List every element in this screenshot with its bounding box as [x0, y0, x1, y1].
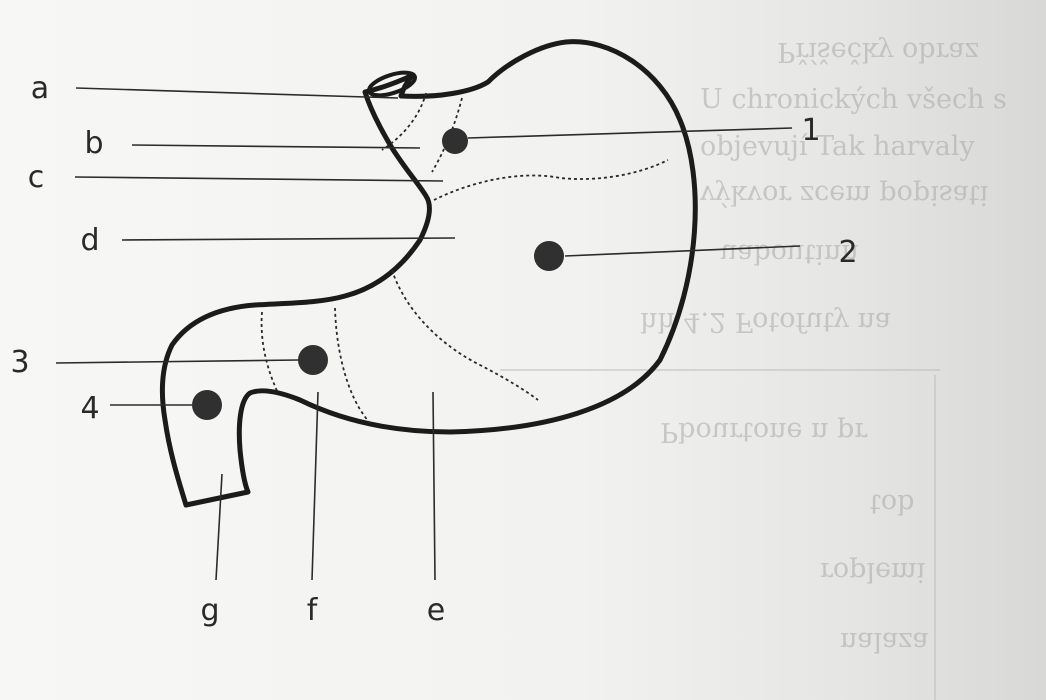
leader-f	[312, 392, 318, 580]
site-marker-2	[534, 241, 564, 271]
label-4: 4	[80, 391, 99, 426]
leader-c	[75, 177, 443, 181]
site-marker-1	[442, 128, 468, 154]
boundary-c-d	[434, 160, 668, 200]
label-3: 3	[10, 345, 29, 380]
leader-e	[433, 392, 435, 580]
leader-g	[216, 474, 222, 580]
stomach-outline	[162, 42, 695, 505]
label-g: g	[200, 593, 219, 628]
site-marker-3	[298, 345, 328, 375]
label-f: f	[307, 593, 319, 628]
label-b: b	[84, 126, 103, 161]
boundary-e-f	[335, 308, 370, 423]
label-d: d	[80, 223, 99, 258]
label-a: a	[31, 71, 49, 106]
boundary-f-g	[262, 312, 278, 393]
leader-2	[565, 246, 800, 256]
label-c: c	[28, 160, 45, 195]
leader-d	[122, 238, 455, 240]
leader-1	[468, 128, 792, 138]
boundary-d-e	[392, 270, 538, 400]
leader-3	[56, 360, 299, 363]
leader-b	[132, 145, 420, 148]
label-2: 2	[838, 235, 857, 270]
label-e: e	[427, 593, 445, 628]
leader-a	[76, 88, 398, 98]
site-marker-4	[192, 390, 222, 420]
label-1: 1	[801, 113, 820, 148]
